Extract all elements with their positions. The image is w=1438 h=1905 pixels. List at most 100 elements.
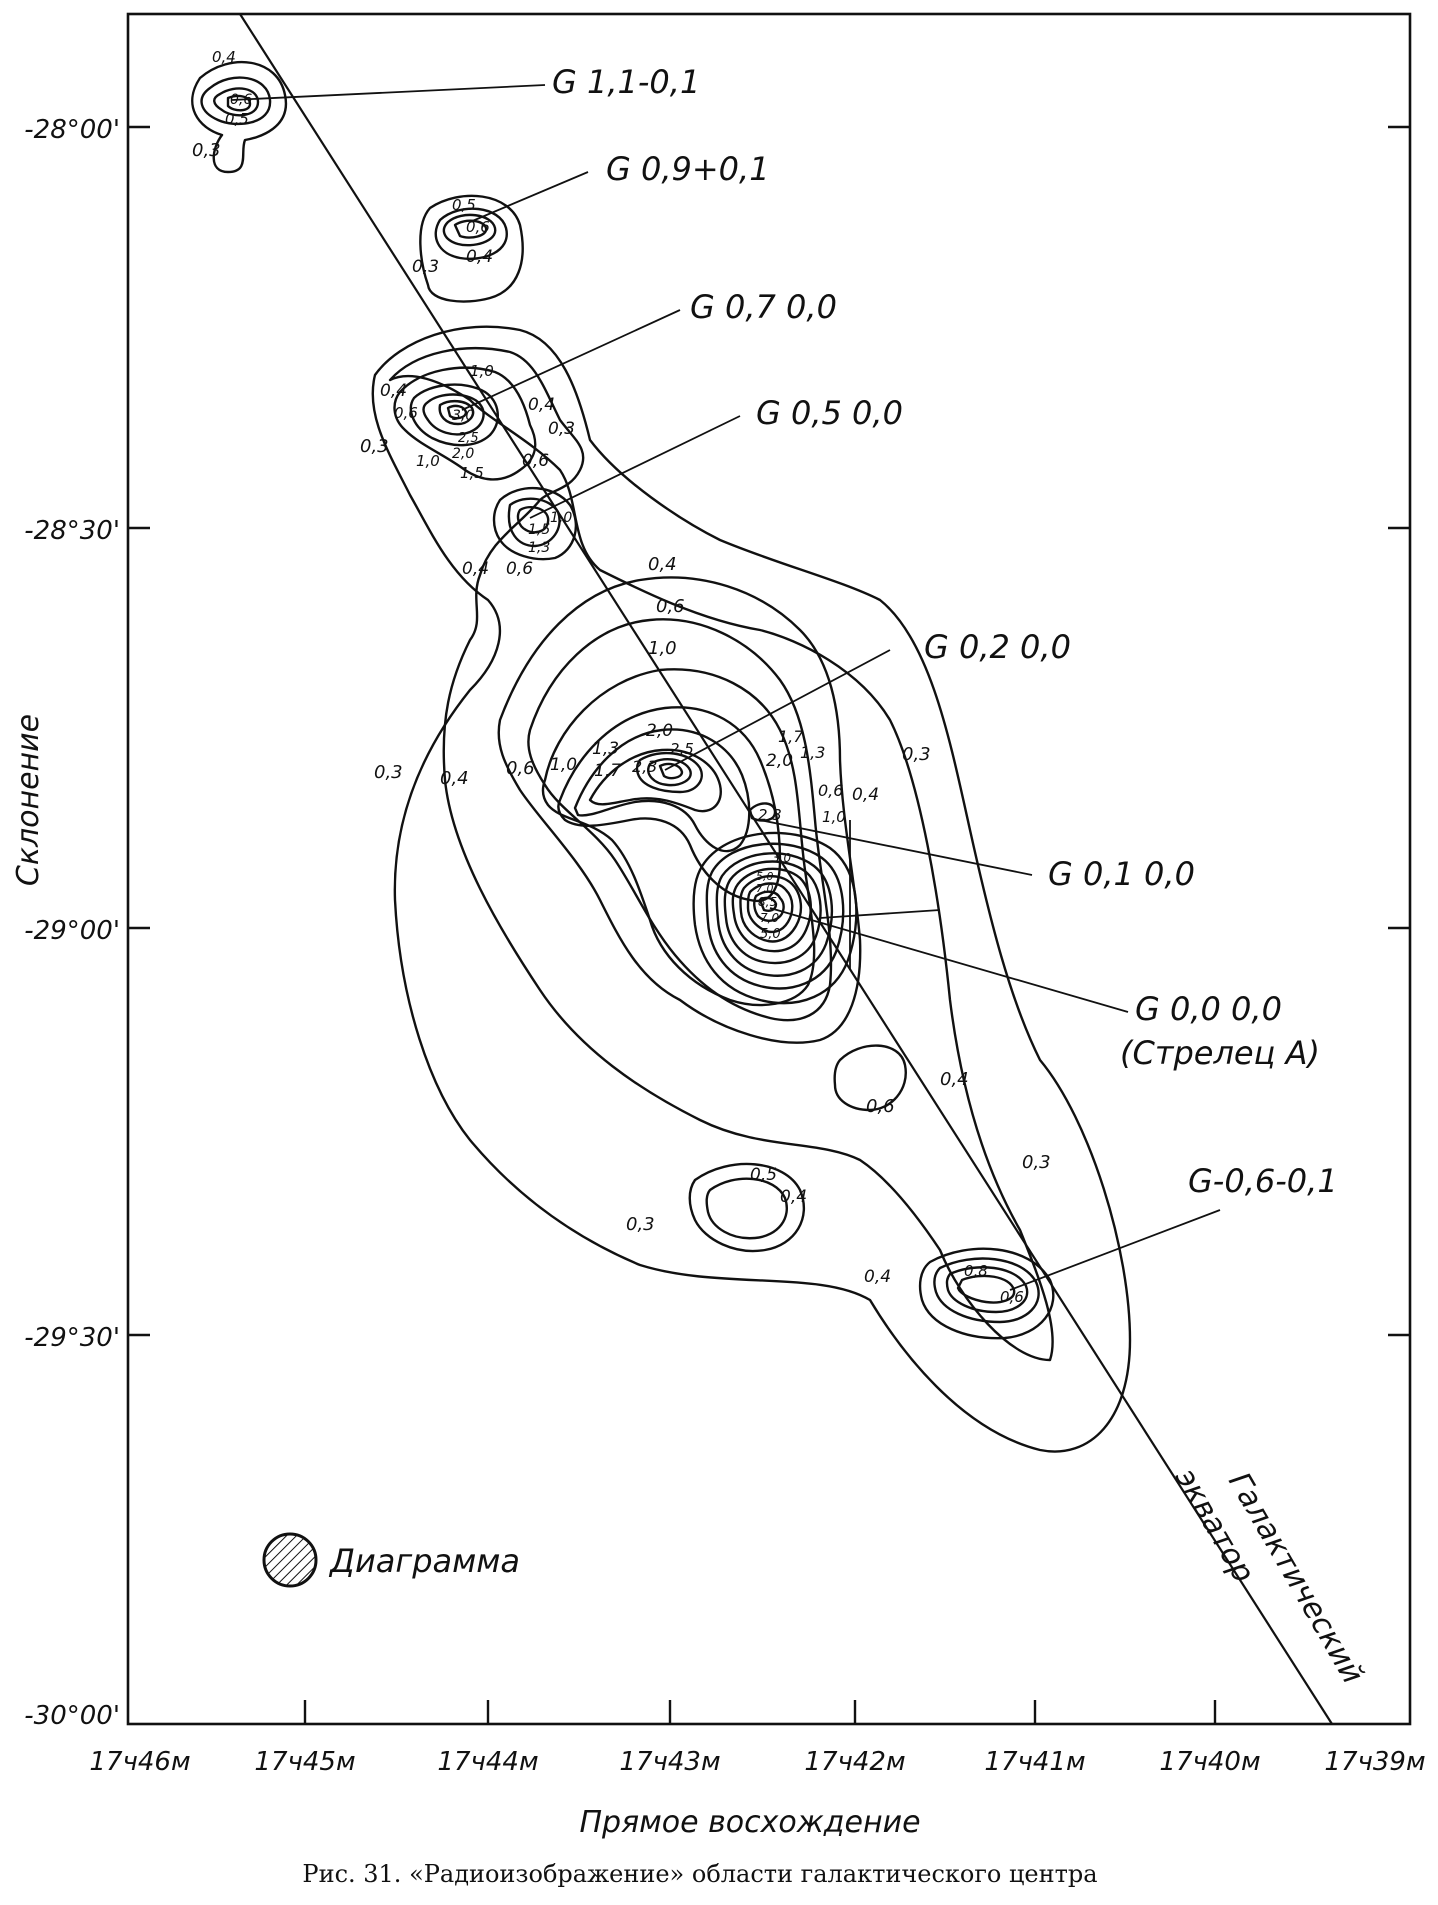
contour-label: 0,3 (902, 744, 931, 765)
contour-label: 5,0 (760, 927, 781, 942)
y-tick-labels: -28°00' -28°30' -29°00' -29°30' -30°00' (24, 115, 120, 1731)
contour-label: 0,6 (866, 1096, 895, 1117)
galactic-equator-label: Галактический экватор (1168, 1463, 1370, 1690)
contour-label: 1,3 (592, 739, 619, 759)
contour-label: 2,5 (458, 431, 479, 446)
source-label: G-0,6-0,1 (1188, 1162, 1338, 1200)
contour-line (388, 347, 1054, 1362)
source-labels: G 1,1-0,1 G 0,9+0,1 G 0,7 0,0 G 0,5 0,0 … (552, 63, 1338, 1200)
contour-line (419, 194, 524, 303)
contour-label: 0,4 (462, 559, 489, 579)
contour-label: 8,5 (758, 895, 777, 909)
contour-label: 0,6 (394, 404, 418, 422)
contour-line (933, 1257, 1040, 1324)
contour-label: 0,4 (864, 1267, 891, 1287)
contour-line (541, 668, 816, 1007)
contour-line (507, 497, 561, 548)
contour-label: 1,3 (528, 540, 550, 556)
contour-label: 0,3 (548, 419, 575, 439)
y-tick-label: -28°00' (24, 115, 120, 145)
contour-line (497, 576, 862, 1044)
contour-label: 0,4 (648, 554, 677, 575)
contour-label: 0,4 (528, 395, 555, 415)
contour-line (213, 87, 260, 117)
y-tick-label: -28°30' (24, 516, 120, 546)
galactic-equator-line (239, 13, 1333, 1725)
contour-label: 0,5 (452, 196, 476, 214)
contour-line (739, 875, 803, 943)
contour-line (748, 802, 777, 822)
contour-line (492, 487, 578, 561)
contour-line (516, 506, 550, 534)
contour-line (200, 76, 272, 126)
contour-label: 7,0 (756, 882, 774, 895)
contour-label: 1,7 (594, 761, 621, 781)
plot-frame (126, 12, 1412, 1726)
contour-line (371, 325, 1132, 1453)
y-tick-label: -29°30' (24, 1323, 120, 1353)
contour-label: 2,5 (670, 740, 694, 758)
contour-label: 0,5 (225, 110, 249, 128)
contour-label: 0,6 (506, 559, 533, 579)
contour-label: 0,3 (360, 436, 389, 457)
y-tick-label: -30°00' (24, 1701, 120, 1731)
contour-label: 7,0 (760, 911, 779, 925)
source-label: G 1,1-0,1 (552, 63, 700, 101)
figure-caption: Рис. 31. «Радиоизображение» области гала… (302, 1860, 1097, 1888)
contour-label: 2,3 (632, 757, 657, 776)
source-label: G 0,0 0,0 (1135, 990, 1282, 1028)
contour-value-labels: 0,4 0,6 0,5 0,3 0,5 0,6 0,4 0,3 0,4 0,6 … (192, 48, 1051, 1306)
contour-line (226, 94, 252, 112)
contour-label: 0,8 (964, 1262, 988, 1280)
stub-lines (819, 820, 941, 970)
contour-line (715, 852, 834, 977)
contour-line (446, 404, 468, 420)
contour-line (945, 1266, 1029, 1314)
contour-label: 1,5 (528, 522, 550, 538)
contour-line (527, 618, 833, 1022)
contour-line (635, 751, 703, 794)
source-label: G 0,9+0,1 (606, 150, 770, 188)
contour-line (409, 383, 499, 447)
contour-line (438, 400, 475, 426)
source-label: G 0,2 0,0 (924, 628, 1071, 666)
source-label: G 0,5 0,0 (756, 394, 903, 432)
contour-label: 0,6 (1000, 1288, 1024, 1306)
contour-label: 0,3 (412, 257, 439, 277)
x-tick-label: 17ч39м (1324, 1747, 1425, 1777)
contour-line (956, 1274, 1016, 1304)
contour-label: 0,3 (374, 762, 403, 783)
x-tick-label: 17ч41м (984, 1747, 1085, 1777)
contour-label: 0,6 (818, 781, 843, 800)
contour-label: 5,0 (756, 870, 774, 883)
leader-lines (231, 84, 1221, 1291)
contour-label: 3,0 (772, 851, 791, 865)
source-label: G 0,1 0,0 (1048, 855, 1195, 893)
x-axis-label: Прямое восхождение (579, 1805, 920, 1840)
contour-label: 2,0 (452, 446, 474, 462)
contour-line (746, 882, 794, 934)
contour-line (692, 831, 858, 1005)
contour-label: 1,5 (460, 464, 484, 482)
contour-line (191, 60, 288, 174)
contour-line (918, 1247, 1055, 1340)
contour-label: 1,0 (550, 510, 572, 526)
contour-line (393, 366, 537, 481)
contour-line (723, 860, 822, 965)
contour-label: 0,6 (522, 451, 549, 471)
contour-label: 0,6 (656, 596, 685, 617)
contour-label: 2,0 (646, 721, 673, 741)
contour-line (434, 207, 508, 261)
contour-label: 0,4 (440, 768, 469, 789)
source-label: G 0,7 0,0 (690, 288, 837, 326)
contour-label: 1,0 (470, 362, 494, 380)
contour-label: 3,0 (452, 408, 474, 424)
contour-label: 0,5 (750, 1165, 777, 1185)
contour-label: 2,3 (758, 806, 782, 824)
contour-label: 0,4 (466, 247, 493, 267)
x-tick-label: 17ч43м (619, 1747, 720, 1777)
y-tick-label: -29°00' (24, 916, 120, 946)
contour-line (647, 758, 692, 787)
contour-line (833, 1044, 907, 1112)
